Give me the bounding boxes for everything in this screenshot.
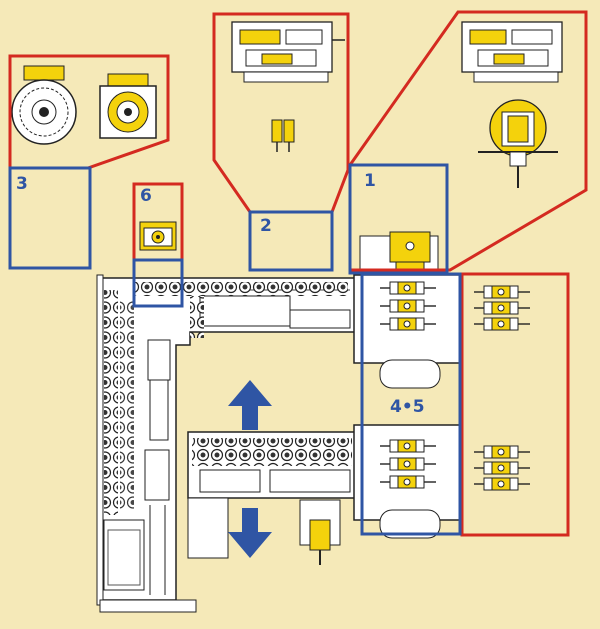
blue-outline-zone3: [8, 166, 92, 270]
lower-carriage: [187, 431, 357, 565]
arrow-down-icon: [228, 508, 272, 558]
arrow-up-icon: [228, 380, 272, 430]
left-spindle-column: [104, 290, 118, 515]
blue-outlines: [8, 163, 462, 536]
zone1-detail: [461, 21, 563, 188]
zone2-label: 2: [260, 216, 272, 236]
blue-outline-zone6: [132, 258, 184, 308]
zone1-unit: [359, 231, 439, 275]
right-spindle-units: [353, 274, 463, 539]
zone1-label: 1: [364, 171, 376, 191]
top-spindle-column: [190, 296, 204, 338]
machine-frame: [96, 274, 357, 613]
zone3-motors: [11, 65, 157, 145]
blue-outline-zone2: [248, 210, 334, 272]
top-spindle-row: [134, 282, 348, 296]
zone6-unit: [139, 221, 177, 251]
red-outline-zone3: [8, 54, 170, 170]
red-outline-cartridges: [460, 272, 570, 537]
zone2-unit: [231, 21, 345, 153]
zone45-label: 4•5: [390, 397, 425, 417]
zone6-label: 6: [140, 186, 152, 206]
zone3-label: 3: [16, 174, 28, 194]
blue-outline-zone45: [360, 272, 462, 536]
tool-cartridges: [473, 285, 531, 491]
left-spindle-column-2: [120, 300, 134, 510]
